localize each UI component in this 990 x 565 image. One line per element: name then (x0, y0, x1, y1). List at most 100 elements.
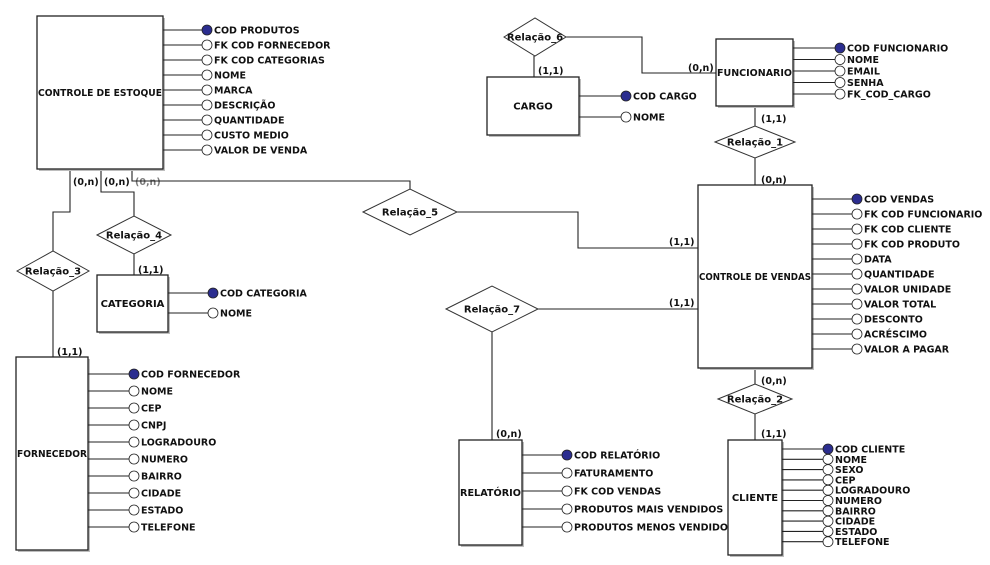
attribute-cod-cargo[interactable]: COD CARGO (579, 90, 697, 103)
attribute-fk-cod-cliente[interactable]: FK COD CLIENTE (812, 223, 951, 236)
attribute-nome[interactable]: NOME (579, 111, 665, 124)
attribute-cod-relatorio[interactable]: COD RELATÓRIO (522, 450, 660, 462)
relationship-diamond[interactable] (503, 17, 567, 57)
attribute-label: ESTADO (141, 506, 183, 517)
attribute-quantidade[interactable]: QUANTIDADE (163, 114, 284, 127)
cardinality-r6-cargo: (1,1) (538, 66, 564, 77)
attribute-cnpj[interactable]: CNPJ (88, 419, 166, 432)
attribute-bairro[interactable]: BAIRRO (782, 505, 876, 518)
attribute-valor-de-venda[interactable]: VALOR DE VENDA (163, 144, 308, 157)
entity-box[interactable] (15, 356, 89, 551)
attribute-telefone[interactable]: TELEFONE (782, 536, 890, 549)
attribute-cod-fornecedor[interactable]: COD FORNECEDOR (88, 368, 241, 381)
attribute-label: FK COD CATEGORIAS (214, 56, 325, 67)
attribute-valor-unidade[interactable]: VALOR UNIDADE (812, 283, 951, 296)
attribute-numero[interactable]: NUMERO (782, 495, 882, 508)
attribute-estado[interactable]: ESTADO (782, 526, 877, 538)
attribute-desconto[interactable]: DESCONTO (812, 313, 923, 326)
entity-box[interactable] (697, 184, 813, 369)
relationship-r2[interactable]: Relação_2 (716, 383, 794, 415)
relationship-diamond[interactable] (95, 215, 173, 255)
attribute-data[interactable]: DATA (812, 253, 892, 266)
attribute-sexo[interactable]: SEXO (782, 464, 863, 477)
attribute-cod-produtos[interactable]: COD PRODUTOS (163, 24, 300, 37)
relationship-name: Relação_5 (382, 208, 438, 219)
attribute-logradouro[interactable]: LOGRADOURO (782, 484, 910, 497)
attribute-icon (851, 313, 863, 325)
attribute-cod-categoria[interactable]: COD CATEGORIA (168, 287, 308, 300)
relationship-r1[interactable]: Relação_1 (713, 125, 797, 159)
relationship-r4[interactable]: Relação_4 (95, 215, 173, 255)
attribute-marca[interactable]: MARCA (163, 84, 253, 97)
entity-box[interactable] (715, 38, 794, 107)
relationship-diamond[interactable] (361, 188, 459, 236)
attribute-senha[interactable]: SENHA (793, 77, 884, 90)
attribute-cep[interactable]: CEP (88, 402, 161, 415)
attribute-label: NOME (141, 387, 173, 398)
attribute-bairro[interactable]: BAIRRO (88, 470, 182, 483)
entity-box[interactable] (727, 439, 783, 556)
attribute-produtos-mais-vendidos[interactable]: PRODUTOS MAIS VENDIDOS (522, 503, 723, 516)
relationship-r7[interactable]: Relação_7 (444, 285, 540, 333)
attribute-cod-funcionario[interactable]: COD FUNCIONARIO (793, 42, 948, 55)
attribute-fk-cod-categorias[interactable]: FK COD CATEGORIAS (163, 54, 325, 67)
attribute-label: NOME (835, 455, 867, 466)
attribute-cod-cliente[interactable]: COD CLIENTE (782, 443, 905, 456)
attribute-valor-total[interactable]: VALOR TOTAL (812, 298, 936, 311)
attribute-fk-cod-produto[interactable]: FK COD PRODUTO (812, 238, 960, 251)
attribute-label: COD FUNCIONARIO (847, 44, 948, 55)
entity-box[interactable] (96, 274, 169, 333)
attribute-produtos-menos-vendidos[interactable]: PRODUTOS MENOS VENDIDOS (522, 521, 735, 534)
entity-box[interactable] (486, 76, 580, 136)
attribute-valor-a-pagar[interactable]: VALOR A PAGAR (812, 343, 950, 356)
attribute-custo-medio[interactable]: CUSTO MEDIO (163, 129, 289, 142)
relationship-diamond[interactable] (444, 285, 540, 333)
attribute-nome[interactable]: NOME (793, 54, 879, 67)
relationship-r5[interactable]: Relação_5 (361, 188, 459, 236)
attribute-fk-cod-fornecedor[interactable]: FK COD FORNECEDOR (163, 39, 331, 52)
attribute-label: FK COD PRODUTO (864, 240, 960, 251)
attribute-label: FK COD CLIENTE (864, 225, 951, 236)
attribute-cidade[interactable]: CIDADE (782, 515, 875, 528)
attribute-fk-cod-vendas[interactable]: FK COD VENDAS (522, 485, 661, 498)
attribute-icon (128, 504, 140, 516)
attribute-cep[interactable]: CEP (782, 474, 855, 487)
attribute-nome[interactable]: NOME (88, 385, 173, 398)
relationship-r6[interactable]: Relação_6 (503, 17, 567, 57)
attribute-cod-vendas[interactable]: COD VENDAS (812, 193, 934, 206)
entity-estoque[interactable]: CONTROLE DE ESTOQUE COD PRODUTOS FK COD FO… (36, 15, 331, 171)
entity-name: CONTROLE DE ESTOQUE (38, 88, 162, 99)
attribute-cidade[interactable]: CIDADE (88, 487, 181, 500)
attribute-nome[interactable]: NOME (782, 453, 867, 466)
attribute-icon (851, 328, 863, 340)
attribute-nome[interactable]: NOME (163, 69, 246, 82)
attribute-email[interactable]: EMAIL (793, 65, 880, 78)
attribute-fk-cod-funcionario[interactable]: FK COD FUNCIONARIO (812, 208, 982, 221)
relationship-diamond[interactable] (713, 125, 797, 159)
relationship-diamond[interactable] (716, 383, 794, 415)
attribute-fk-cod-cargo[interactable]: FK_COD_CARGO (793, 88, 931, 101)
attribute-logradouro[interactable]: LOGRADOURO (88, 436, 216, 449)
entity-name: FORNECEDOR (17, 449, 87, 460)
attribute-label: COD CARGO (633, 92, 697, 103)
attribute-telefone[interactable]: TELEFONE (88, 521, 196, 534)
entity-box[interactable] (36, 15, 164, 170)
attribute-quantidade[interactable]: QUANTIDADE (812, 268, 934, 281)
attribute-estado[interactable]: ESTADO (88, 504, 183, 517)
entity-box[interactable] (458, 439, 523, 546)
attribute-numero[interactable]: NUMERO (88, 453, 188, 466)
attribute-nome[interactable]: NOME (168, 307, 252, 320)
attribute-acrescimo[interactable]: ACRÉSCIMO (812, 329, 927, 341)
connector-estoque-r4 (100, 169, 135, 216)
entity-fornecedor[interactable]: FORNECEDOR COD FORNECEDOR NOME CEP CNPJ LOGRA… (15, 356, 241, 552)
attribute-faturamento[interactable]: FATURAMENTO (522, 467, 653, 480)
relationship-diamond[interactable] (15, 250, 91, 292)
relationship-r3[interactable]: Relação_3 (15, 250, 91, 292)
attribute-descricao[interactable]: DESCRIÇÃO (163, 99, 275, 112)
